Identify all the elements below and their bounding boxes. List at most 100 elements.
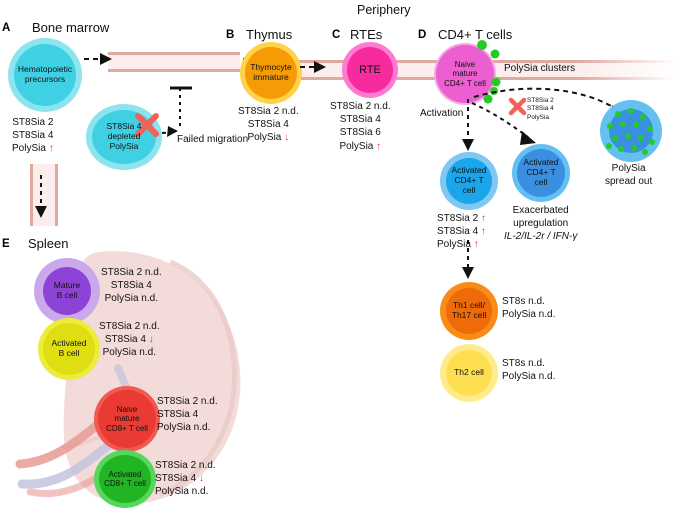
cell-activated-b-label: Activated B cell — [51, 338, 87, 358]
up-arrow-icon: ↑ — [480, 226, 486, 238]
cell-inner: Activated B cell — [43, 323, 95, 375]
up-arrow-icon: ↑ — [480, 213, 486, 224]
panel-d-letter: D — [418, 29, 427, 41]
panel-d-title: CD4+ T cells — [438, 27, 513, 42]
red-cross-icon-blocked — [508, 97, 527, 116]
note-line: ST8Sia 2 n.d. — [155, 460, 216, 471]
note-label: PolySia — [247, 132, 282, 144]
exacerbated-upregulation: Exacerbated upregulation IL-2/IL-2r / IF… — [504, 204, 577, 244]
note-line: ST8Sia 2 — [12, 117, 54, 128]
cell-activated-cd4-left-label: Activated CD4+ T cell — [451, 165, 487, 195]
cell-hematopoietic-precursors: Hematopoietic precursors — [8, 38, 82, 112]
panel-b-letter: B — [226, 29, 235, 41]
cell-st8sia4-depleted-label: ST8Sia 4 depleted PolySia — [106, 121, 142, 151]
polysia-spread-line2: spread out — [605, 176, 653, 188]
note-line: ST8Sia 2 n.d. — [238, 106, 299, 117]
note-line: PolySia n.d. — [102, 347, 156, 359]
note-line: PolySia — [527, 113, 550, 121]
panel-c-title: RTEs — [350, 27, 383, 42]
note-label: ST8Sia 2 — [437, 213, 479, 224]
note-line: ST8Sia 2 n.d. — [99, 321, 160, 332]
notes-precursor: ST8Sia 2 ST8Sia 4 PolySia ↑ — [12, 116, 54, 156]
note-line: ST8Sia 2 n.d. — [157, 396, 218, 407]
note-label: ST8Sia 4 — [155, 473, 197, 485]
cell-th2: Th2 cell — [440, 344, 498, 402]
cell-rte-label: RTE — [359, 63, 381, 76]
polysia-spread-dots — [606, 108, 655, 155]
cell-naive-cd8-label: Naive mature CD8+ T cell — [106, 405, 148, 433]
cell-inner: Activated CD4+ T cell — [517, 149, 565, 197]
cell-activated-cd4-right: Activated CD4+ T cell — [512, 144, 570, 202]
note-line-with-arrow: ST8Sia 4 ↓ — [155, 472, 216, 485]
cell-inner: Activated CD8+ T cell — [99, 455, 151, 503]
cell-naive-mature-cd8: Naive mature CD8+ T cell — [94, 386, 160, 452]
note-label: ST8Sia 4 — [437, 226, 479, 238]
note-label: PolySia — [12, 143, 46, 155]
down-arrow-icon: ↓ — [198, 473, 204, 485]
note-line: ST8Sia 4 — [247, 119, 289, 131]
cell-inner: ST8Sia 4 depleted PolySia — [92, 110, 156, 164]
vessel-bonemarrow-spleen — [30, 164, 58, 226]
exacerbated-line2: upregulation — [513, 218, 569, 230]
cell-mature-b-label: Mature B cell — [53, 280, 81, 300]
failed-migration-label: Failed migration — [177, 134, 249, 145]
note-line: ST8Sia 4 — [12, 130, 54, 142]
panel-a-title: Bone marrow — [32, 20, 110, 35]
note-line: ST8Sia 4 — [527, 105, 554, 113]
note-line: ST8Sia 2 n.d. — [330, 101, 391, 112]
cell-activated-cd8-label: Activated CD8+ T cell — [104, 469, 146, 488]
arrow-thymus-to-rte — [300, 61, 326, 73]
note-line-with-arrow: PolySia ↑ — [437, 238, 486, 251]
note-line: PolySia n.d. — [502, 309, 556, 321]
cell-activated-cd4-right-label: Activated CD4+ T cell — [523, 157, 559, 187]
exacerbated-cytokines: IL-2/IL-2r / IFN-γ — [504, 231, 578, 243]
cell-th1-th17: Th1 cell/ Th17 cell — [440, 282, 498, 340]
notes-naive-cd8: ST8Sia 2 n.d. ST8Sia 4 PolySia n.d. — [157, 395, 218, 435]
note-line-with-arrow: ST8Sia 2 ↑ — [437, 212, 486, 225]
note-line: ST8Sia 2 — [527, 97, 554, 104]
activation-label: Activation — [420, 108, 464, 119]
cell-inner: Hematopoietic precursors — [14, 44, 76, 106]
polysia-spread-line1: PolySia — [611, 163, 646, 174]
cell-rte: RTE — [342, 42, 398, 98]
note-line-with-arrow: ST8Sia 4 ↑ — [437, 225, 486, 238]
cell-inner: Thymocyte immature — [245, 47, 297, 99]
note-line: ST8s n.d. — [502, 296, 545, 307]
cell-st8sia4-depleted-polysia: ST8Sia 4 depleted PolySia — [86, 104, 162, 170]
note-line: PolySia n.d. — [155, 486, 209, 498]
notes-th2: ST8s n.d. PolySia n.d. — [502, 357, 555, 383]
note-line: ST8Sia 4 — [339, 114, 381, 126]
notes-blocked-list: ST8Sia 2 ST8Sia 4 PolySia — [527, 97, 554, 122]
cell-thymocyte-label: Thymocyte immature — [250, 62, 292, 82]
note-line: ST8Sia 6 — [339, 127, 381, 139]
note-line: ST8Sia 2 n.d. — [101, 267, 162, 278]
note-line-with-arrow: ST8Sia 4 ↓ — [99, 333, 160, 346]
polysia-clusters-label: PolySia clusters — [504, 63, 576, 74]
polysia-spread-out-label: PolySia spread out — [605, 162, 652, 188]
panel-b-title: Thymus — [246, 27, 293, 42]
note-line: ST8Sia 4 — [110, 280, 152, 292]
panel-c-letter: C — [332, 29, 341, 41]
up-arrow-icon: ↑ — [473, 239, 479, 251]
polysia-cluster-dots — [477, 40, 501, 104]
cell-th2-label: Th2 cell — [454, 367, 484, 378]
note-line: PolySia n.d. — [104, 293, 158, 305]
cell-activated-b: Activated B cell — [38, 318, 100, 380]
vessel-periphery — [322, 60, 676, 80]
cell-activated-cd4-left: Activated CD4+ T cell — [440, 152, 498, 210]
note-line-with-arrow: PolySia ↑ — [330, 140, 391, 153]
up-arrow-icon: ↑ — [376, 140, 382, 152]
note-line: ST8Sia 4 — [157, 409, 199, 421]
periphery-label: Periphery — [357, 3, 411, 17]
notes-th1-th17: ST8s n.d. PolySia n.d. — [502, 295, 555, 321]
note-label: PolySia — [339, 140, 374, 152]
cell-inner: Th1 cell/ Th17 cell — [446, 288, 492, 334]
red-cross-icon-depleted — [135, 113, 159, 137]
up-arrow-icon: ↑ — [48, 143, 54, 155]
note-line: PolySia n.d. — [502, 371, 556, 383]
cell-activated-cd8: Activated CD8+ T cell — [94, 450, 156, 508]
notes-activated-cd8: ST8Sia 2 n.d. ST8Sia 4 ↓ PolySia n.d. — [155, 459, 216, 499]
vessel-bonemarrow-thymus — [108, 52, 240, 72]
cell-inner: Naive mature CD8+ T cell — [98, 390, 156, 448]
cell-inner: Th2 cell — [446, 350, 492, 396]
